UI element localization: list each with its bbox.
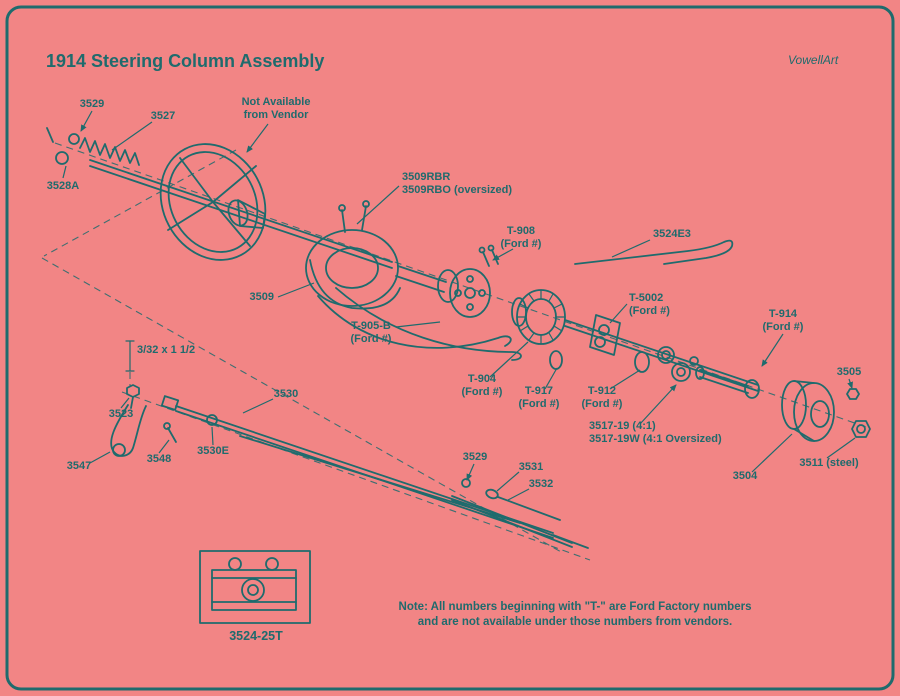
part-label-t904: T-904 bbox=[468, 373, 497, 385]
part-label-3509rbr: 3509RBR bbox=[402, 171, 450, 183]
not-available-line2: from Vendor bbox=[244, 109, 310, 121]
part-label-3504: 3504 bbox=[733, 470, 758, 482]
part-label-3511: 3511 (steel) bbox=[799, 457, 859, 469]
part-label-3509: 3509 bbox=[250, 291, 274, 303]
upper-assembly-art bbox=[46, 127, 871, 442]
part-label-t904-ford: (Ford #) bbox=[462, 386, 503, 398]
part-label-t912-ford: (Ford #) bbox=[582, 398, 623, 410]
lower-assembly-art bbox=[110, 340, 589, 549]
page-border bbox=[5, 5, 895, 691]
part-label-t5002: T-5002 bbox=[629, 292, 663, 304]
part-label-3527: 3527 bbox=[151, 110, 175, 122]
part-label-3548: 3548 bbox=[147, 453, 171, 465]
part-label-3517-19: 3517-19 (4:1) bbox=[589, 420, 656, 432]
inset-box bbox=[199, 550, 311, 624]
part-label-t914: T-914 bbox=[769, 308, 798, 320]
part-label-3532: 3532 bbox=[529, 478, 553, 490]
part-label-3517-19w: 3517-19W (4:1 Oversized) bbox=[589, 433, 722, 445]
leader-lines bbox=[62, 110, 856, 501]
part-label-3530: 3530 bbox=[274, 388, 298, 400]
part-label-t914-ford: (Ford #) bbox=[763, 321, 804, 333]
part-label-3531: 3531 bbox=[519, 461, 543, 473]
part-label-3524e3: 3524E3 bbox=[653, 228, 691, 240]
part-label-3528a: 3528A bbox=[47, 180, 79, 192]
part-label-t905b: T-905-B bbox=[351, 320, 391, 332]
part-label-3509rbo: 3509RBO (oversized) bbox=[402, 184, 512, 196]
inset-part-label: 3524-25T bbox=[229, 629, 283, 643]
part-label-t917-ford: (Ford #) bbox=[519, 398, 560, 410]
part-label-3530e: 3530E bbox=[197, 445, 229, 457]
part-label-t917: T-917 bbox=[525, 385, 553, 397]
footnote-line2: and are not available under those number… bbox=[418, 616, 732, 628]
construction-lines bbox=[41, 142, 867, 561]
part-labels: 3529 3527 Not Available from Vendor 3528… bbox=[47, 96, 861, 490]
part-label-t5002-ford: (Ford #) bbox=[629, 305, 670, 317]
part-label-t908: T-908 bbox=[507, 225, 535, 237]
part-label-3523: 3523 bbox=[109, 408, 133, 420]
part-label-3529-lower: 3529 bbox=[463, 451, 487, 463]
artist-credit: VowellArt bbox=[788, 53, 839, 67]
part-label-t908-ford: (Ford #) bbox=[501, 238, 542, 250]
part-label-t905b-ford: (Ford #) bbox=[351, 333, 392, 345]
part-label-t912: T-912 bbox=[588, 385, 616, 397]
part-label-3505: 3505 bbox=[837, 366, 861, 378]
part-label-3529-top: 3529 bbox=[80, 98, 104, 110]
footnote-line1: Note: All numbers beginning with "T-" ar… bbox=[399, 601, 752, 613]
page-title: 1914 Steering Column Assembly bbox=[46, 51, 324, 71]
not-available-line1: Not Available bbox=[242, 96, 311, 108]
part-label-3547: 3547 bbox=[67, 460, 91, 472]
dimension-label: 3/32 x 1 1/2 bbox=[137, 344, 195, 356]
